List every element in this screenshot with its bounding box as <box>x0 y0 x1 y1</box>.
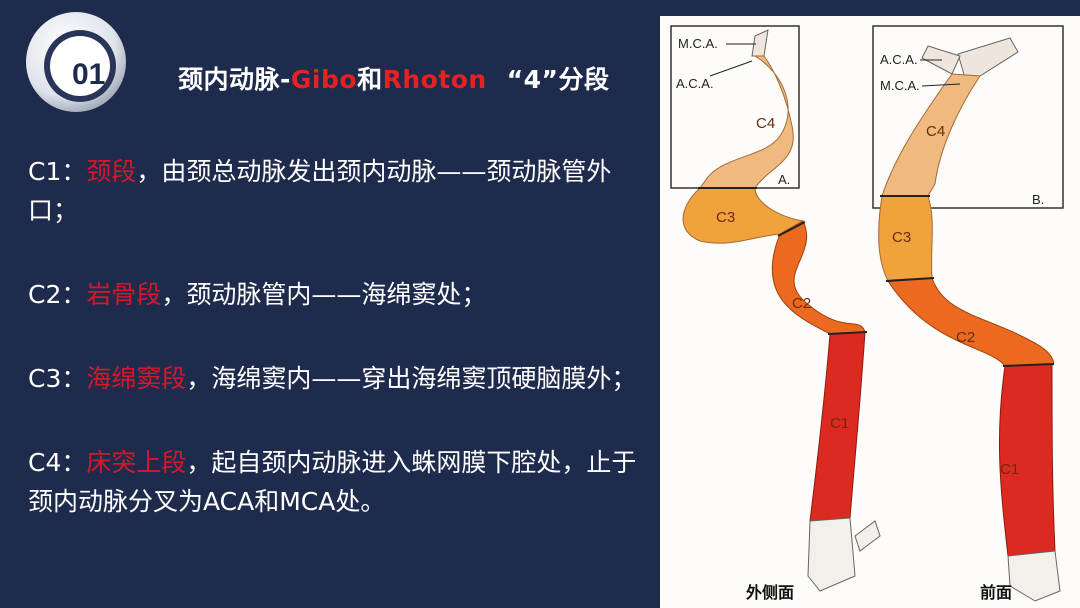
slide-title: 颈内动脉-Gibo和Rhoton “4”分段 <box>178 60 610 96</box>
panel-b-letter: B. <box>1032 192 1044 207</box>
segment-code: C4： <box>28 448 87 477</box>
panel-b-caption: 前面 <box>980 583 1013 602</box>
panel-b-c1-label: C1 <box>1000 461 1019 478</box>
badge-number: 01 <box>72 58 106 91</box>
title-part-1: 颈内动脉- <box>178 65 291 94</box>
panel-b-c4-label: C4 <box>926 123 945 140</box>
title-part-5: “4”分段 <box>506 65 610 94</box>
segment-name: 岩骨段 <box>86 280 162 309</box>
panel-a-mca-label: M.C.A. <box>678 36 718 51</box>
title-rhoton: Rhoton <box>382 65 487 94</box>
segment-name: 床突上段 <box>86 448 187 477</box>
segment-desc: ，颈动脉管内——海绵窦处； <box>161 280 487 309</box>
panel-a-c1-label: C1 <box>830 415 849 432</box>
panel-a-c2-label: C2 <box>792 295 811 312</box>
segment-code: C3： <box>28 364 87 393</box>
panel-a-c3-label: C3 <box>716 209 735 226</box>
panel-a-caption: 外侧面 <box>746 583 795 602</box>
title-part-3: 和 <box>357 65 383 94</box>
segment-list: C1：颈段，由颈总动脉发出颈内动脉——颈动脉管外口； C2：岩骨段，颈动脉管内—… <box>28 152 638 566</box>
title-gibo: Gibo <box>290 65 358 94</box>
panel-a-c4-label: C4 <box>756 115 775 132</box>
panel-a-aca-label: A.C.A. <box>676 76 714 91</box>
segment-c3: C3：海绵窦段，海绵窦内——穿出海绵窦顶硬脑膜外； <box>28 359 638 398</box>
carotid-artery-figure: M.C.A. A.C.A. A. C4 C3 C2 C1 <box>660 16 1080 608</box>
segment-code: C1： <box>28 157 87 186</box>
panel-b-c3-label: C3 <box>892 229 911 246</box>
panel-b-c2-label: C2 <box>956 329 975 346</box>
panel-b-aca-label: A.C.A. <box>880 52 918 67</box>
segment-c2: C2：岩骨段，颈动脉管内——海绵窦处； <box>28 275 638 314</box>
segment-code: C2： <box>28 280 87 309</box>
segment-desc: ，由颈总动脉发出颈内动脉——颈动脉管外口； <box>28 157 612 225</box>
segment-name: 海绵窦段 <box>86 364 187 393</box>
section-number-badge: 01 <box>22 8 130 116</box>
panel-b-mca-label: M.C.A. <box>880 78 920 93</box>
segment-name: 颈段 <box>86 157 137 186</box>
badge-circle-icon <box>26 12 126 112</box>
panel-a-letter: A. <box>778 172 790 187</box>
segment-desc: ，起自颈内动脉进入蛛网膜下腔处，止于颈内动脉分叉为ACA和MCA处。 <box>28 448 637 516</box>
segment-c1: C1：颈段，由颈总动脉发出颈内动脉——颈动脉管外口； <box>28 152 638 230</box>
segment-desc: ，海绵窦内——穿出海绵窦顶硬脑膜外； <box>186 364 637 393</box>
artery-illustration: M.C.A. A.C.A. A. C4 C3 C2 C1 <box>670 25 1064 602</box>
segment-c4: C4：床突上段，起自颈内动脉进入蛛网膜下腔处，止于颈内动脉分叉为ACA和MCA处… <box>28 443 638 521</box>
panel-a: M.C.A. A.C.A. A. C4 C3 C2 C1 <box>670 25 881 592</box>
panel-b: A.C.A. M.C.A. B. C4 C3 C2 C1 <box>872 25 1064 602</box>
